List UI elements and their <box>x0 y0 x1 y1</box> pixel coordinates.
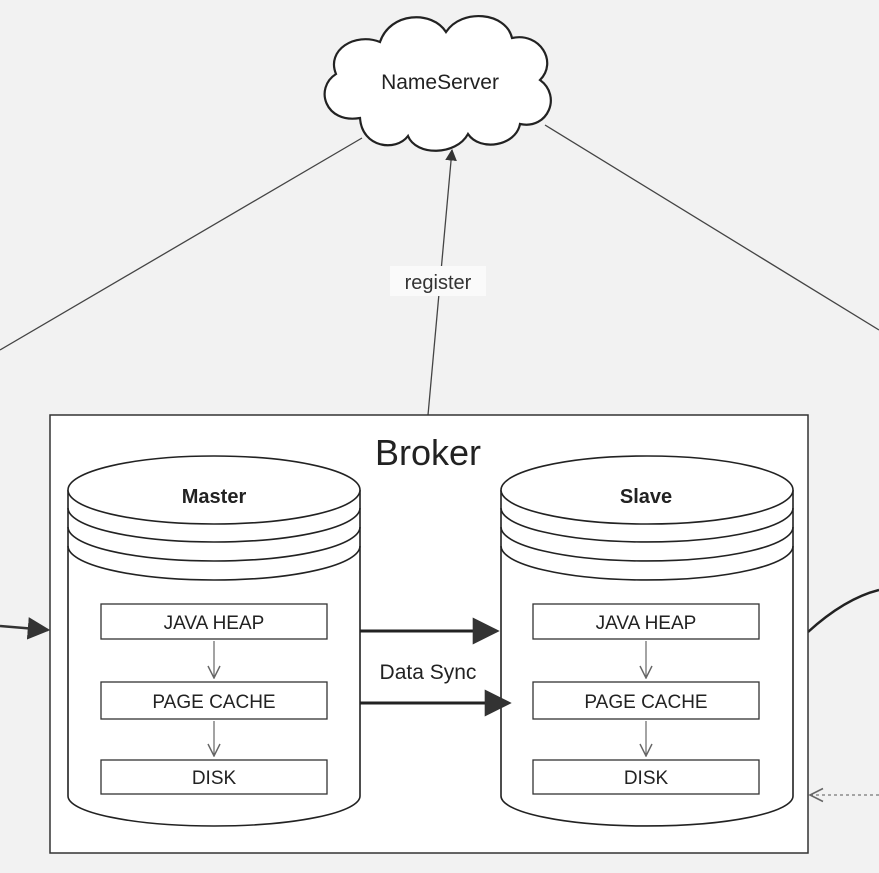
master-java-heap-label: JAVA HEAP <box>164 613 265 634</box>
nameserver-cloud: NameServer <box>323 15 552 152</box>
nameserver-label: NameServer <box>381 71 499 94</box>
slave-cylinder: Slave JAVA HEAP PAGE CACHE DISK <box>500 455 794 827</box>
nameserver-left-link <box>0 137 363 351</box>
slave-disk-box <box>532 759 760 795</box>
master-page-cache-label: PAGE CACHE <box>152 692 275 713</box>
right-incoming-curve <box>807 588 879 633</box>
slave-java-heap-box <box>532 603 760 640</box>
nameserver-right-link <box>544 124 879 331</box>
left-incoming-arrow <box>0 617 51 640</box>
master-java-heap-box <box>100 603 328 640</box>
master-disk-label: DISK <box>192 768 237 789</box>
master-disk-box <box>100 759 328 795</box>
slave-label: Slave <box>620 486 672 508</box>
slave-java-heap-label: JAVA HEAP <box>596 613 697 634</box>
master-cylinder: Master JAVA HEAP PAGE CACHE DISK <box>67 455 361 827</box>
master-page-cache-box <box>100 681 328 720</box>
register-label: register <box>405 272 472 294</box>
data-sync-label: Data Sync <box>380 661 477 684</box>
register-label-bg <box>390 266 486 296</box>
slave-page-cache-label: PAGE CACHE <box>584 692 707 713</box>
slave-disk-label: DISK <box>624 768 669 789</box>
broker-title: Broker <box>375 432 481 473</box>
slave-page-cache-box <box>532 681 760 720</box>
master-label: Master <box>182 486 247 508</box>
